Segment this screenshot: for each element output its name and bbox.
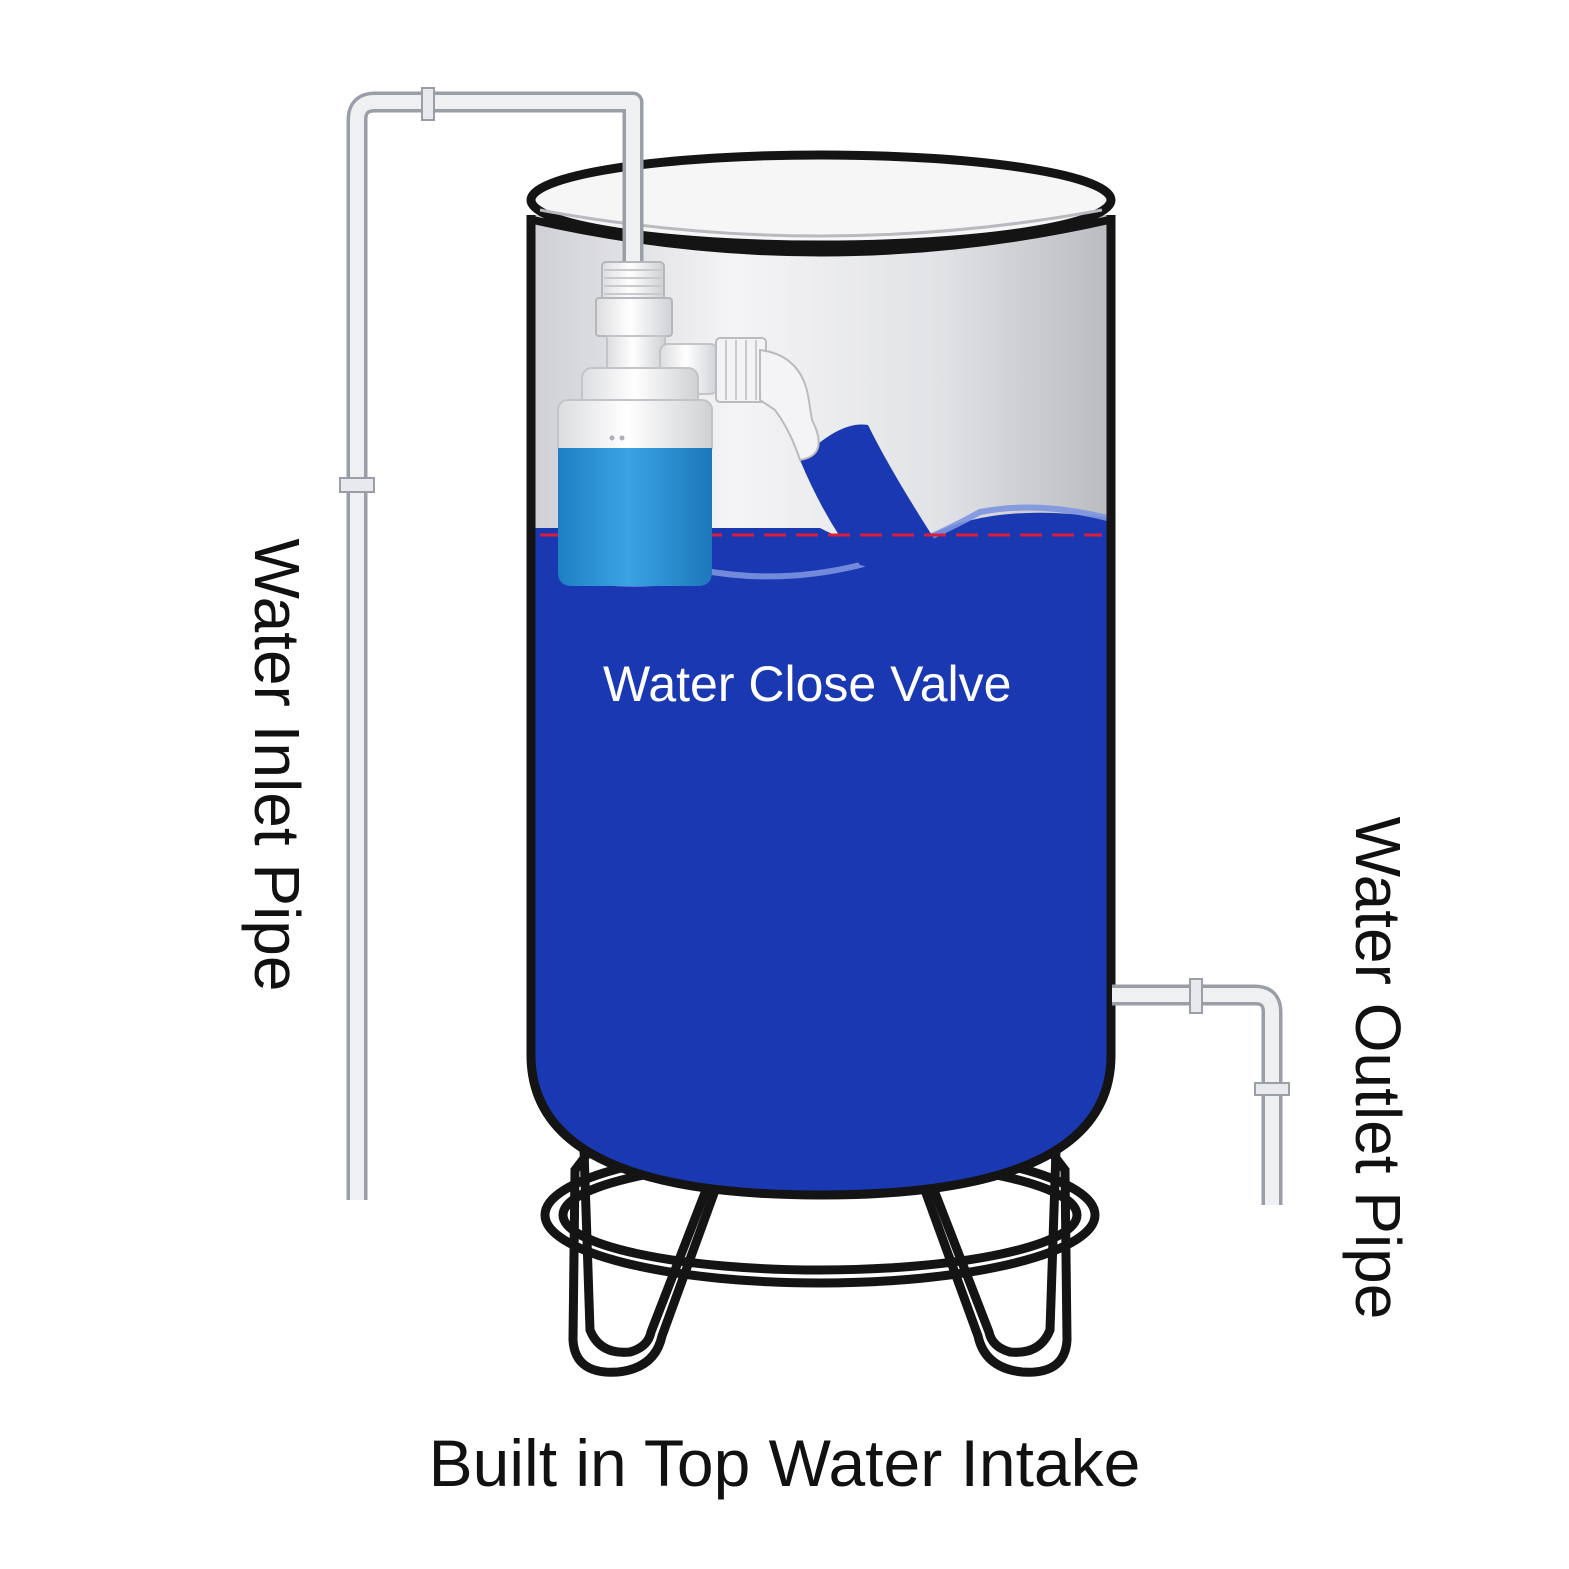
- inlet-pipe-label: Water Inlet Pipe: [241, 538, 313, 992]
- valve-label: Water Close Valve: [603, 656, 1012, 712]
- outlet-pipe: [1112, 978, 1290, 1205]
- diagram-caption: Built in Top Water Intake: [428, 1426, 1141, 1500]
- water-stream: [800, 424, 935, 568]
- outlet-pipe-label: Water Outlet Pipe: [1342, 816, 1414, 1320]
- inlet-pipe: [339, 87, 644, 1200]
- tank-body: [526, 150, 1116, 1200]
- float-valve-icon: [557, 261, 820, 586]
- water-body: [531, 512, 1111, 1195]
